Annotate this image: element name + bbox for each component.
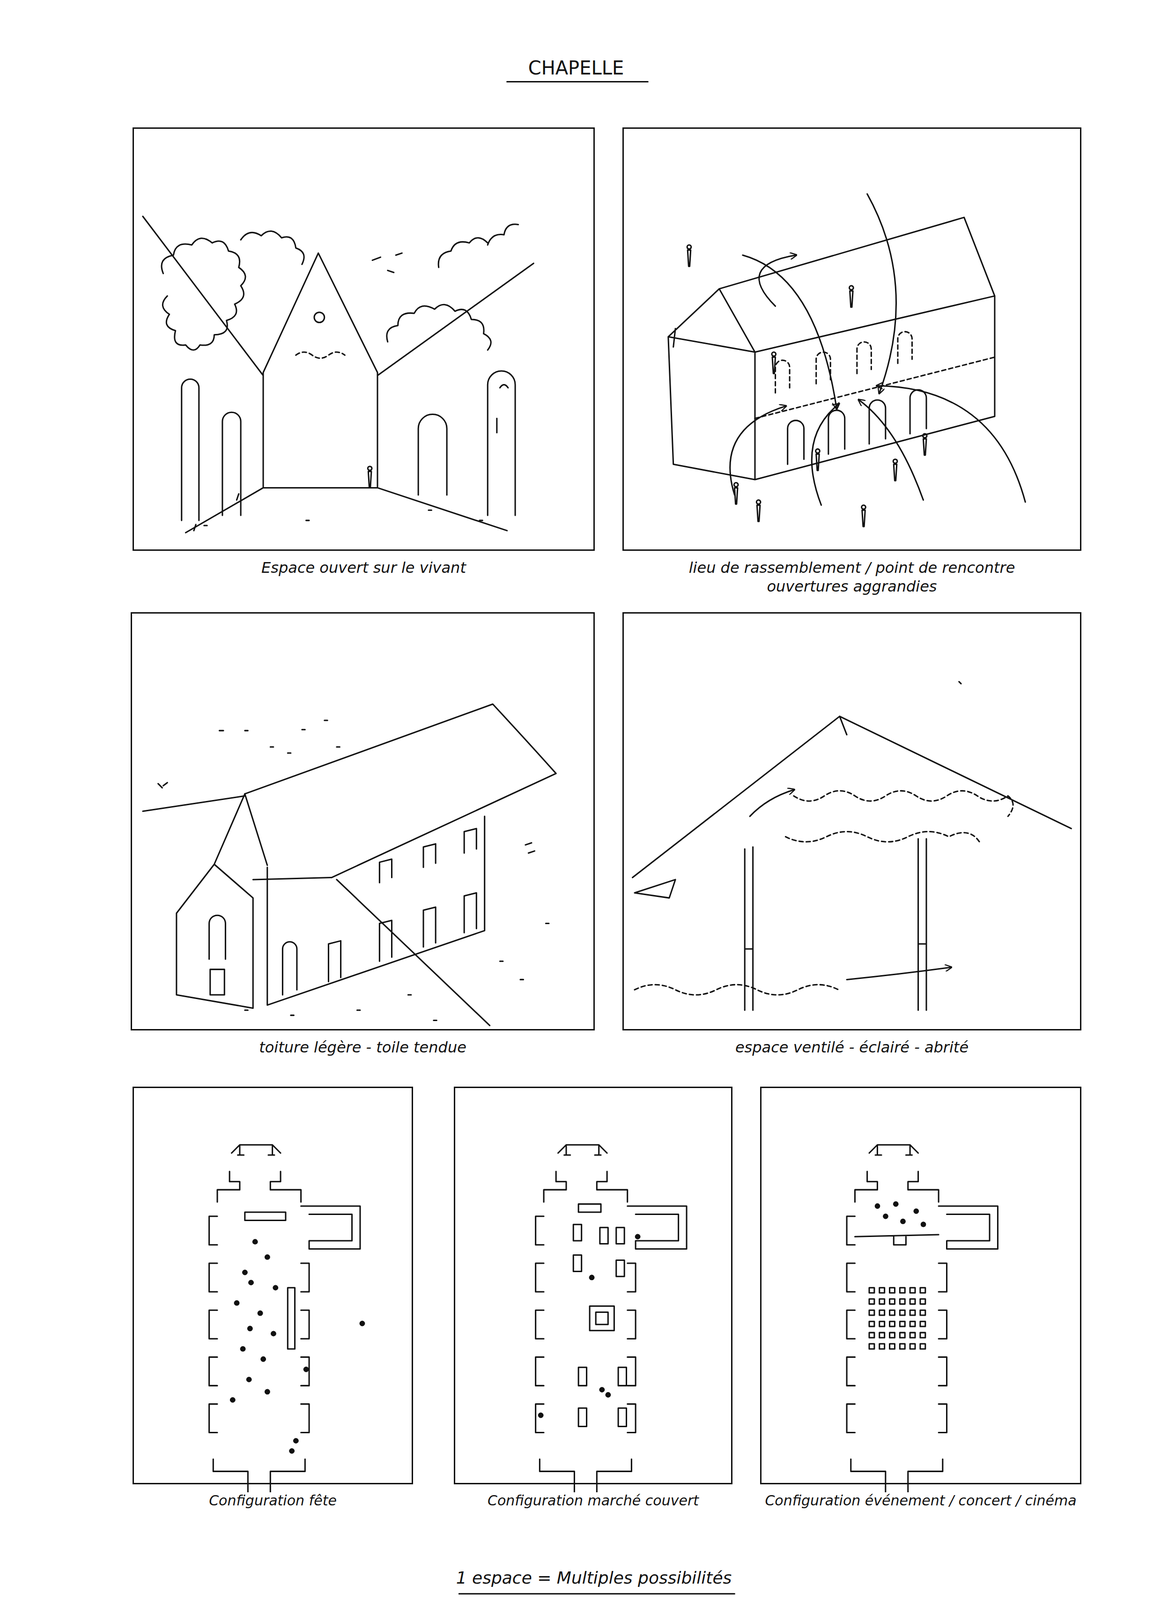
caption-underline bbox=[458, 1592, 735, 1595]
sketch-panel: Configuration marché couvert bbox=[453, 1086, 733, 1485]
sketch-panel: Configuration fête bbox=[132, 1086, 414, 1485]
panel-caption: ouvertures aggrandies bbox=[764, 577, 940, 596]
sketch-panel: lieu de rassemblement / point de rencont… bbox=[622, 127, 1082, 551]
facade-perspective bbox=[142, 216, 534, 533]
panel-caption: Configuration fête bbox=[206, 1492, 340, 1509]
plan-party bbox=[209, 1144, 365, 1495]
panel-caption: espace ventilé - éclairé - abrité bbox=[732, 1038, 972, 1057]
gathering-axonometry bbox=[668, 193, 1026, 527]
title-underline bbox=[507, 81, 649, 83]
panel-caption: Espace ouvert sur le vivant bbox=[258, 558, 469, 577]
panel-caption: Configuration marché couvert bbox=[484, 1492, 702, 1509]
panel-caption: lieu de rassemblement / point de rencont… bbox=[686, 558, 1019, 577]
sketch-panel: toiture légère - toile tendue bbox=[130, 612, 595, 1031]
tensile-roof-sketch bbox=[142, 703, 556, 1026]
sketch-panel: espace ventilé - éclairé - abrité bbox=[622, 612, 1082, 1031]
ventilated-section bbox=[632, 681, 1072, 1010]
sketch-panel: Espace ouvert sur le vivant bbox=[132, 127, 595, 551]
plan-event bbox=[846, 1144, 998, 1495]
page-caption: 1 espace = Multiples possibilités bbox=[456, 1567, 733, 1588]
panel-caption: Configuration événement / concert / ciné… bbox=[761, 1492, 1080, 1509]
sketch-panel: Configuration événement / concert / ciné… bbox=[760, 1086, 1082, 1485]
panel-caption: toiture légère - toile tendue bbox=[256, 1038, 470, 1057]
page-title: CHAPELLE bbox=[528, 57, 625, 79]
plan-market bbox=[535, 1144, 687, 1495]
